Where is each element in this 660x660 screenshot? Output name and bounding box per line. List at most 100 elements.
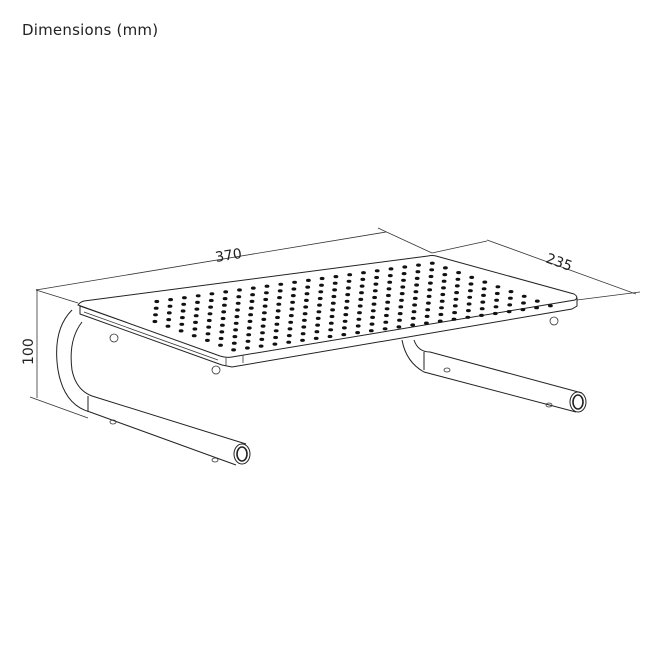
vent-hole <box>428 274 434 279</box>
vent-hole <box>368 329 374 333</box>
vent-hole <box>415 270 421 274</box>
depth-label: 235 <box>544 251 575 275</box>
vent-hole <box>479 307 485 311</box>
vent-hole <box>441 286 446 290</box>
vent-hole <box>342 319 348 323</box>
vent-hole <box>492 311 498 316</box>
vent-hole <box>416 263 421 267</box>
vent-hole <box>330 301 336 305</box>
vent-hole <box>206 318 212 323</box>
vent-hole <box>179 322 185 326</box>
vent-hole <box>521 301 526 305</box>
vent-hole <box>220 323 225 327</box>
vent-hole <box>344 299 350 303</box>
vent-hole <box>166 318 172 322</box>
vent-hole <box>313 336 319 340</box>
vent-hole <box>456 271 461 275</box>
vent-hole <box>424 314 430 318</box>
vent-hole <box>442 273 448 277</box>
vent-hole <box>469 275 475 279</box>
vent-hole <box>508 296 513 300</box>
vent-hole <box>439 306 444 310</box>
vent-hole <box>223 290 229 294</box>
vent-hole <box>399 292 405 296</box>
vent-hole <box>425 308 431 312</box>
vent-hole <box>178 329 184 333</box>
vent-hole <box>372 289 378 293</box>
vent-hole <box>454 284 460 288</box>
vent-hole <box>399 298 404 302</box>
vent-hole <box>359 291 364 295</box>
vent-hole <box>245 339 251 343</box>
vent-hole <box>287 327 293 331</box>
vent-hole <box>344 306 349 310</box>
vent-hole <box>342 326 347 330</box>
vent-hole <box>507 303 513 307</box>
vent-hole <box>493 305 499 309</box>
vent-hole <box>396 325 402 329</box>
vent-hole <box>300 332 306 336</box>
vent-hole <box>290 294 296 298</box>
vent-hole <box>222 297 228 301</box>
vent-hole <box>428 281 433 285</box>
vent-hole <box>466 302 472 306</box>
vent-hole <box>191 334 197 338</box>
vent-hole <box>401 272 407 276</box>
vent-hole <box>413 290 419 294</box>
vent-hole <box>317 296 323 301</box>
vent-hole <box>534 306 539 310</box>
vent-hole <box>414 276 420 280</box>
vent-hole <box>494 298 499 302</box>
vent-hole <box>358 297 364 301</box>
vent-hole <box>180 309 186 313</box>
vent-hole <box>222 303 227 307</box>
vent-hole <box>236 295 242 299</box>
vent-hole <box>429 268 435 272</box>
vent-hole <box>263 297 269 302</box>
vent-hole <box>495 285 501 289</box>
dimension-length: 370 <box>35 227 433 304</box>
vent-hole <box>480 300 486 304</box>
vent-hole <box>232 335 238 339</box>
vent-hole <box>318 290 324 294</box>
vent-hole <box>245 346 250 350</box>
vent-hole <box>249 299 255 303</box>
vent-hole <box>374 269 380 273</box>
vent-hole <box>398 305 404 309</box>
vent-hole <box>424 321 429 325</box>
vent-hole <box>400 285 406 289</box>
height-label: 100 <box>21 338 37 365</box>
vent-hole <box>291 287 297 291</box>
vent-hole <box>181 302 187 306</box>
vent-hole <box>206 325 212 329</box>
vent-hole <box>205 332 211 336</box>
vent-hole <box>345 293 351 297</box>
vent-hole <box>259 337 265 341</box>
vent-hole <box>410 323 416 327</box>
vent-hole <box>247 319 253 323</box>
vent-hole <box>402 265 408 269</box>
right-leg <box>401 316 587 413</box>
vent-hole <box>481 293 486 297</box>
vent-hole <box>370 315 375 319</box>
vent-hole <box>302 318 307 322</box>
vent-hole <box>221 310 227 314</box>
vent-hole <box>152 319 158 324</box>
vent-hole <box>508 290 514 294</box>
vent-hole <box>319 283 324 287</box>
vent-hole <box>262 304 268 308</box>
vent-hole <box>219 330 225 334</box>
vent-hole <box>383 320 389 324</box>
vent-hole <box>481 287 487 291</box>
vent-hole <box>250 293 256 297</box>
vent-hole <box>332 288 337 292</box>
vent-hole <box>401 278 406 282</box>
vent-hole <box>260 324 266 328</box>
vent-hole <box>278 282 284 286</box>
vent-hole <box>262 311 267 315</box>
vent-hole <box>180 316 185 320</box>
vent-hole <box>385 300 391 304</box>
vent-hole <box>220 316 226 321</box>
vent-hole <box>237 288 242 292</box>
